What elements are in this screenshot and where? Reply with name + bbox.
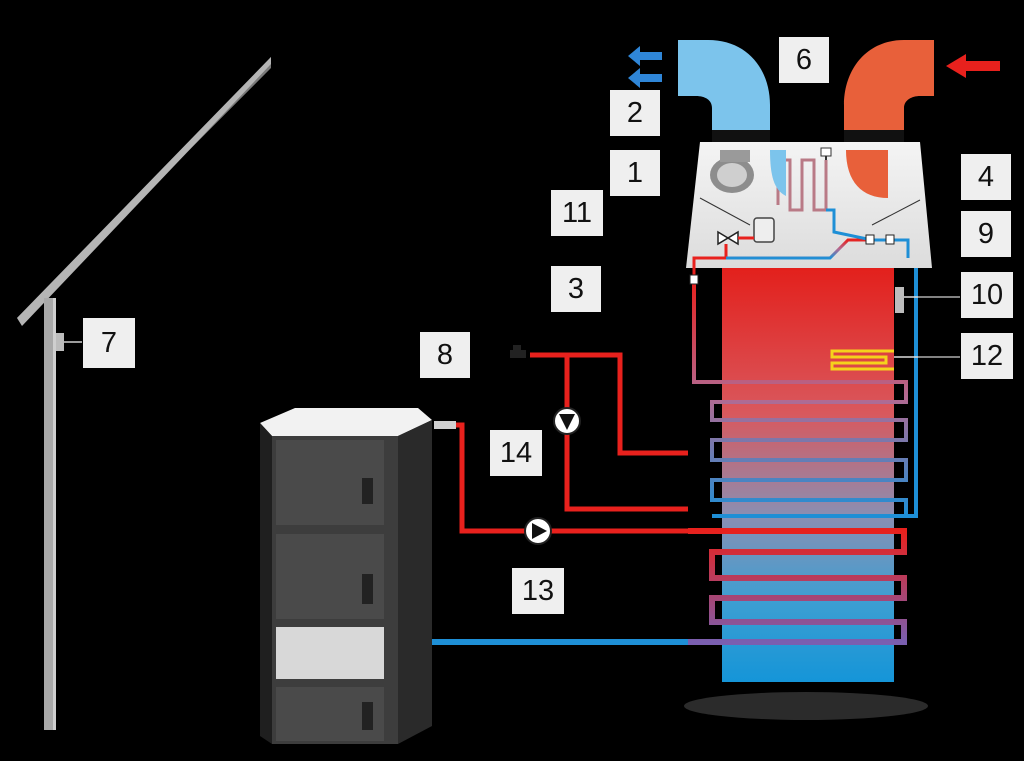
label-12: 12 bbox=[961, 333, 1013, 379]
boiler-flow-pipe bbox=[456, 422, 688, 534]
exhaust-air-duct bbox=[678, 40, 770, 142]
label-6: 6 bbox=[779, 37, 829, 83]
lower-coil bbox=[688, 528, 907, 645]
roof-structure bbox=[17, 57, 271, 730]
intake-air-duct bbox=[770, 40, 934, 198]
hot-water-tap bbox=[510, 345, 526, 358]
label-11: 11 bbox=[551, 190, 603, 236]
electric-heater bbox=[830, 349, 918, 371]
leader-lines bbox=[918, 296, 960, 358]
label-14: 14 bbox=[490, 430, 542, 476]
boiler-pump bbox=[524, 517, 552, 545]
label-10: 10 bbox=[961, 272, 1013, 318]
label-4: 4 bbox=[961, 154, 1011, 200]
label-8: 8 bbox=[420, 332, 470, 378]
tank-sensor bbox=[895, 287, 918, 313]
exhaust-arrow bbox=[628, 46, 662, 88]
boiler bbox=[260, 408, 456, 744]
label-1: 1 bbox=[610, 150, 660, 196]
expansion-valve bbox=[717, 230, 739, 246]
label-9: 9 bbox=[961, 211, 1011, 257]
hot-water-pipe bbox=[530, 352, 688, 512]
intake-arrow bbox=[946, 54, 1000, 78]
compressor bbox=[753, 217, 775, 243]
label-2: 2 bbox=[610, 90, 660, 136]
refrigerant-lines bbox=[689, 208, 910, 285]
fan bbox=[710, 150, 754, 193]
outdoor-sensor bbox=[56, 333, 82, 351]
storage-tank bbox=[684, 268, 928, 720]
label-7: 7 bbox=[83, 318, 135, 368]
circulation-pump bbox=[553, 407, 581, 435]
label-13: 13 bbox=[512, 568, 564, 614]
label-3: 3 bbox=[551, 266, 601, 312]
